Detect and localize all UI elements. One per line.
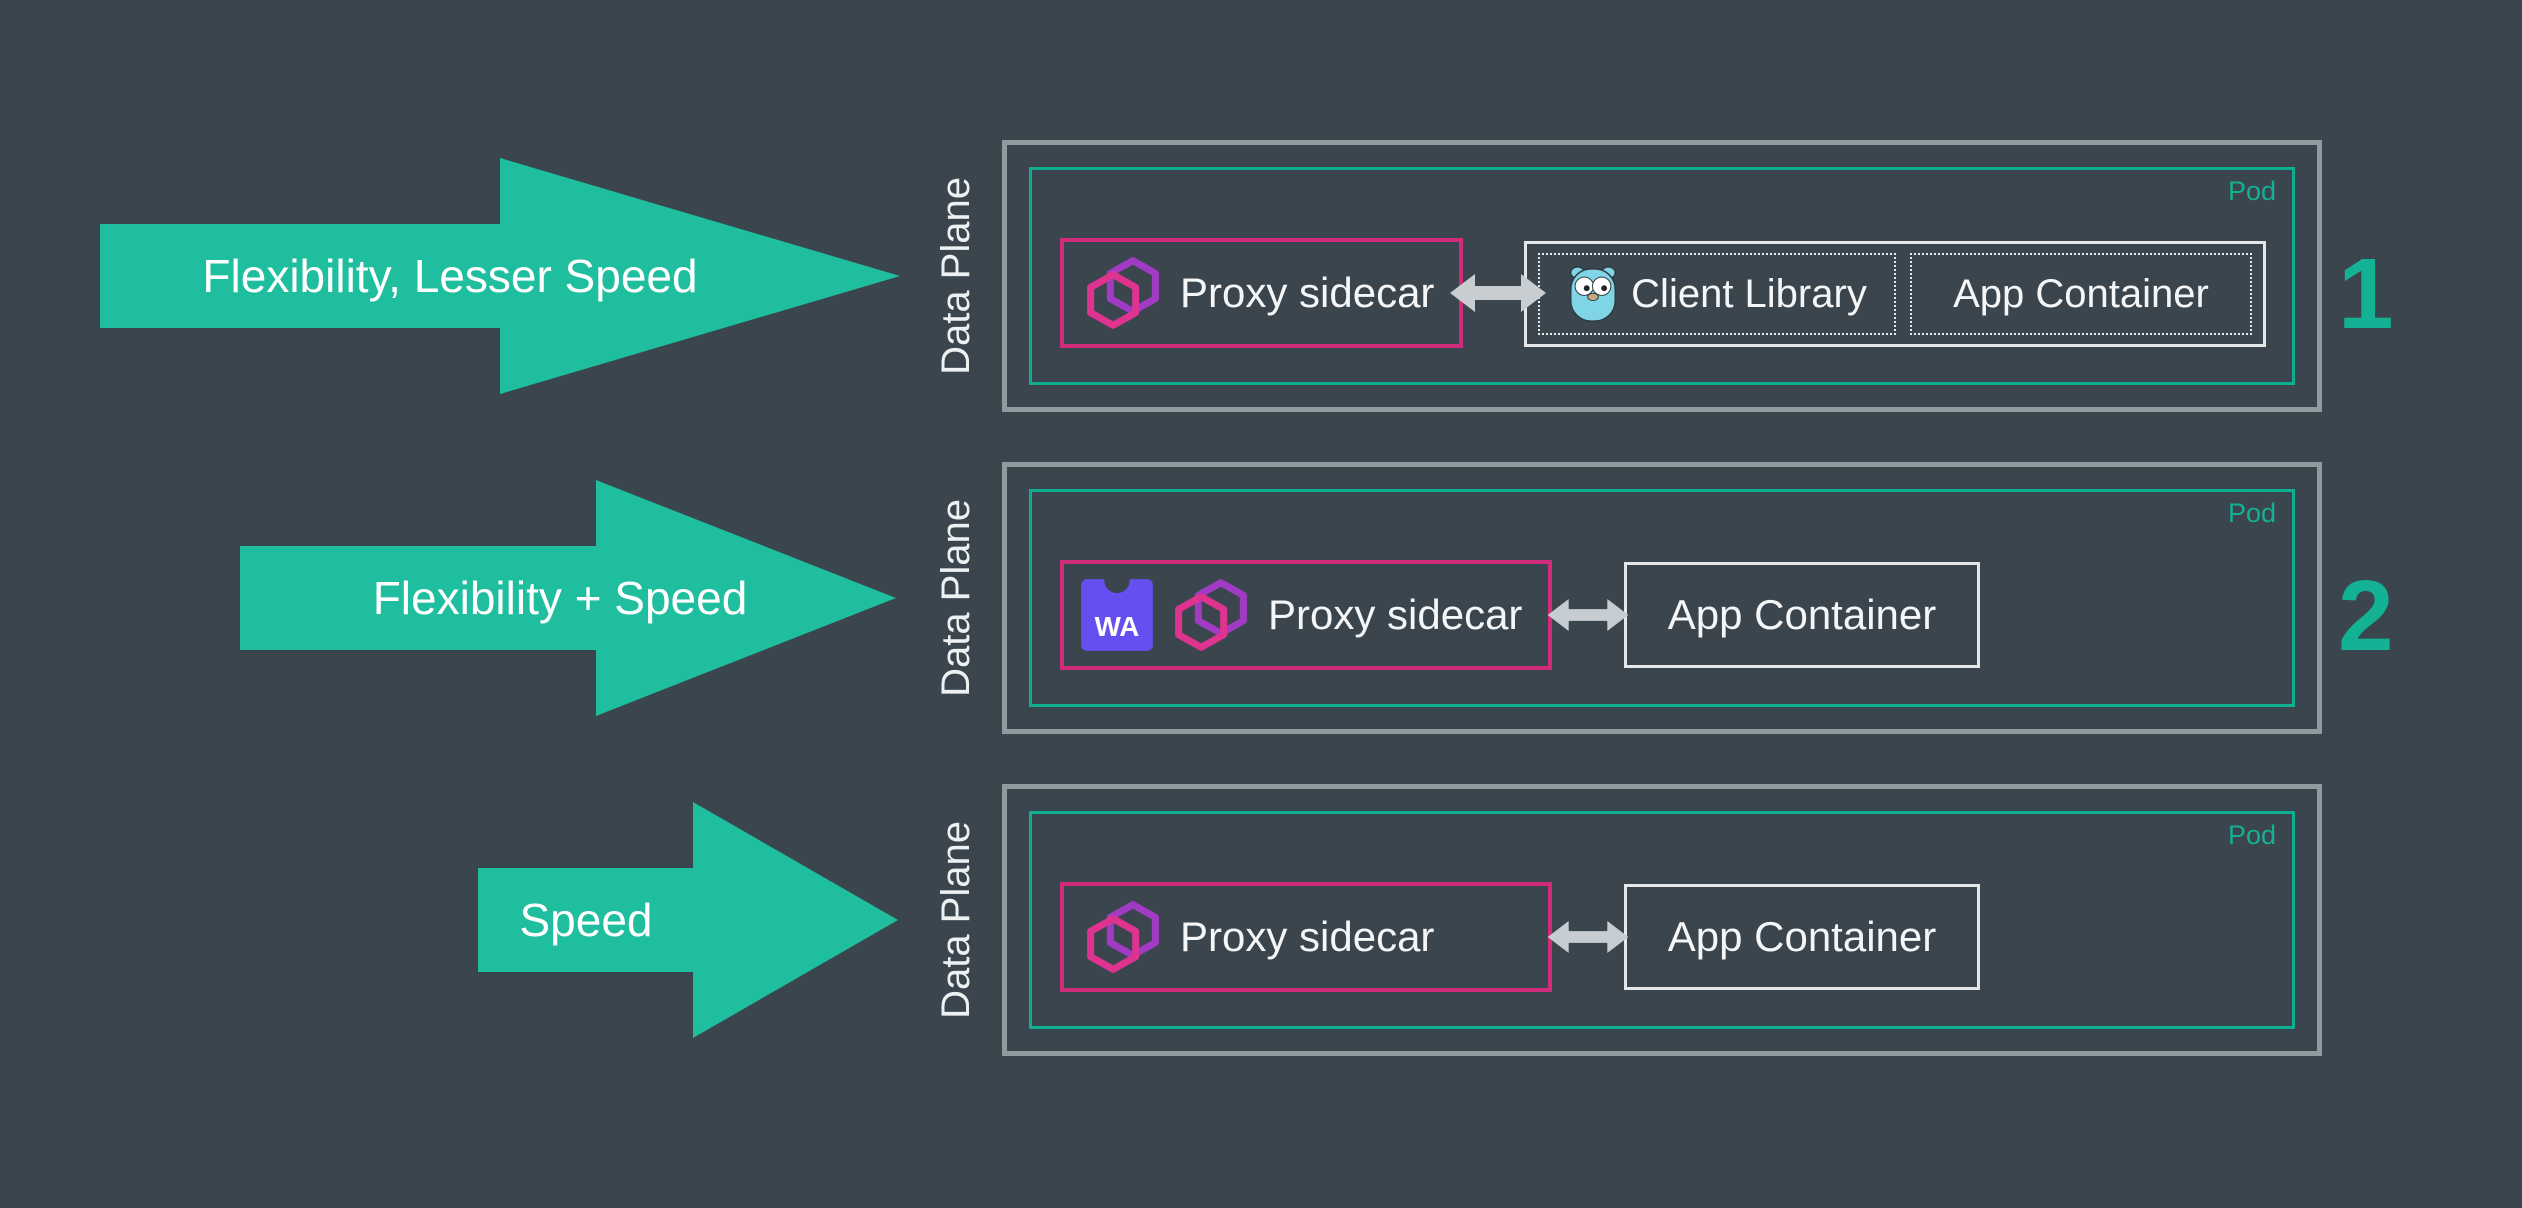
flow-arrow-label: Flexibility + Speed <box>372 572 748 624</box>
data-plane-label: Data Plane <box>933 177 978 375</box>
flow-arrow-label: Speed <box>519 894 653 946</box>
diagram-row-2: Flexibility + Speed Data Plane Pod WA Pr… <box>0 462 2522 734</box>
flow-arrow-head <box>693 802 898 1038</box>
pod-box: Pod <box>1029 489 2295 707</box>
flow-arrow-body <box>478 868 694 972</box>
data-plane-box: Pod <box>1002 784 2322 1056</box>
pod-box: Pod <box>1029 811 2295 1029</box>
app-container-box: App Container <box>1910 253 2252 335</box>
double-arrow-icon <box>1547 921 1629 953</box>
client-library-label: Client Library <box>1631 271 1867 316</box>
pod-box: Pod <box>1029 167 2295 385</box>
wasm-icon: WA <box>1081 578 1153 651</box>
flow-arrow-head <box>596 480 896 716</box>
step-number: 1 <box>2338 238 2394 350</box>
proxy-sidecar-box: WA Proxy sidecar <box>1060 560 1552 670</box>
gopher-icon <box>1570 266 1617 322</box>
client-library-box: Client Library <box>1538 253 1896 335</box>
diagram-row-1: Flexibility, Lesser Speed Data Plane Pod… <box>0 140 2522 412</box>
data-plane-box: Pod <box>1002 140 2322 412</box>
double-arrow-icon <box>1450 274 1546 312</box>
data-plane-label: Data Plane <box>933 499 978 697</box>
app-container-label: App Container <box>1667 591 1937 638</box>
diagram-row-3: Speed Data Plane Pod Proxy sidecar App C… <box>0 784 2522 1056</box>
proxy-sidecar-label: Proxy sidecar <box>1180 269 1435 316</box>
data-plane-box: Pod <box>1002 462 2322 734</box>
double-arrow-icon <box>1547 599 1629 631</box>
pod-label: Pod <box>2227 176 2276 206</box>
proxy-sidecar-label: Proxy sidecar <box>1180 913 1435 960</box>
wasm-label: WA <box>1095 611 1140 642</box>
app-container-label: App Container <box>1667 913 1937 960</box>
app-container-label: App Container <box>1953 271 2209 316</box>
pod-label: Pod <box>2227 498 2276 528</box>
app-container-box: App Container <box>1624 562 1980 668</box>
proxy-sidecar-label: Proxy sidecar <box>1268 591 1523 638</box>
data-plane-label: Data Plane <box>933 821 978 1019</box>
envoy-logo-icon <box>1175 579 1247 651</box>
pod-label: Pod <box>2227 820 2276 850</box>
envoy-logo-icon <box>1087 257 1159 329</box>
flow-arrow-body <box>240 546 597 650</box>
step-number: 2 <box>2338 560 2394 672</box>
app-group-box: Client Library App Container <box>1524 241 2266 347</box>
envoy-logo-icon <box>1087 901 1159 973</box>
proxy-sidecar-box: Proxy sidecar <box>1060 882 1552 992</box>
proxy-sidecar-box: Proxy sidecar <box>1060 238 1463 348</box>
flow-arrow-label: Flexibility, Lesser Speed <box>202 250 698 302</box>
app-container-box: App Container <box>1624 884 1980 990</box>
flow-arrow-body <box>100 224 501 328</box>
flow-arrow-head <box>500 158 900 394</box>
